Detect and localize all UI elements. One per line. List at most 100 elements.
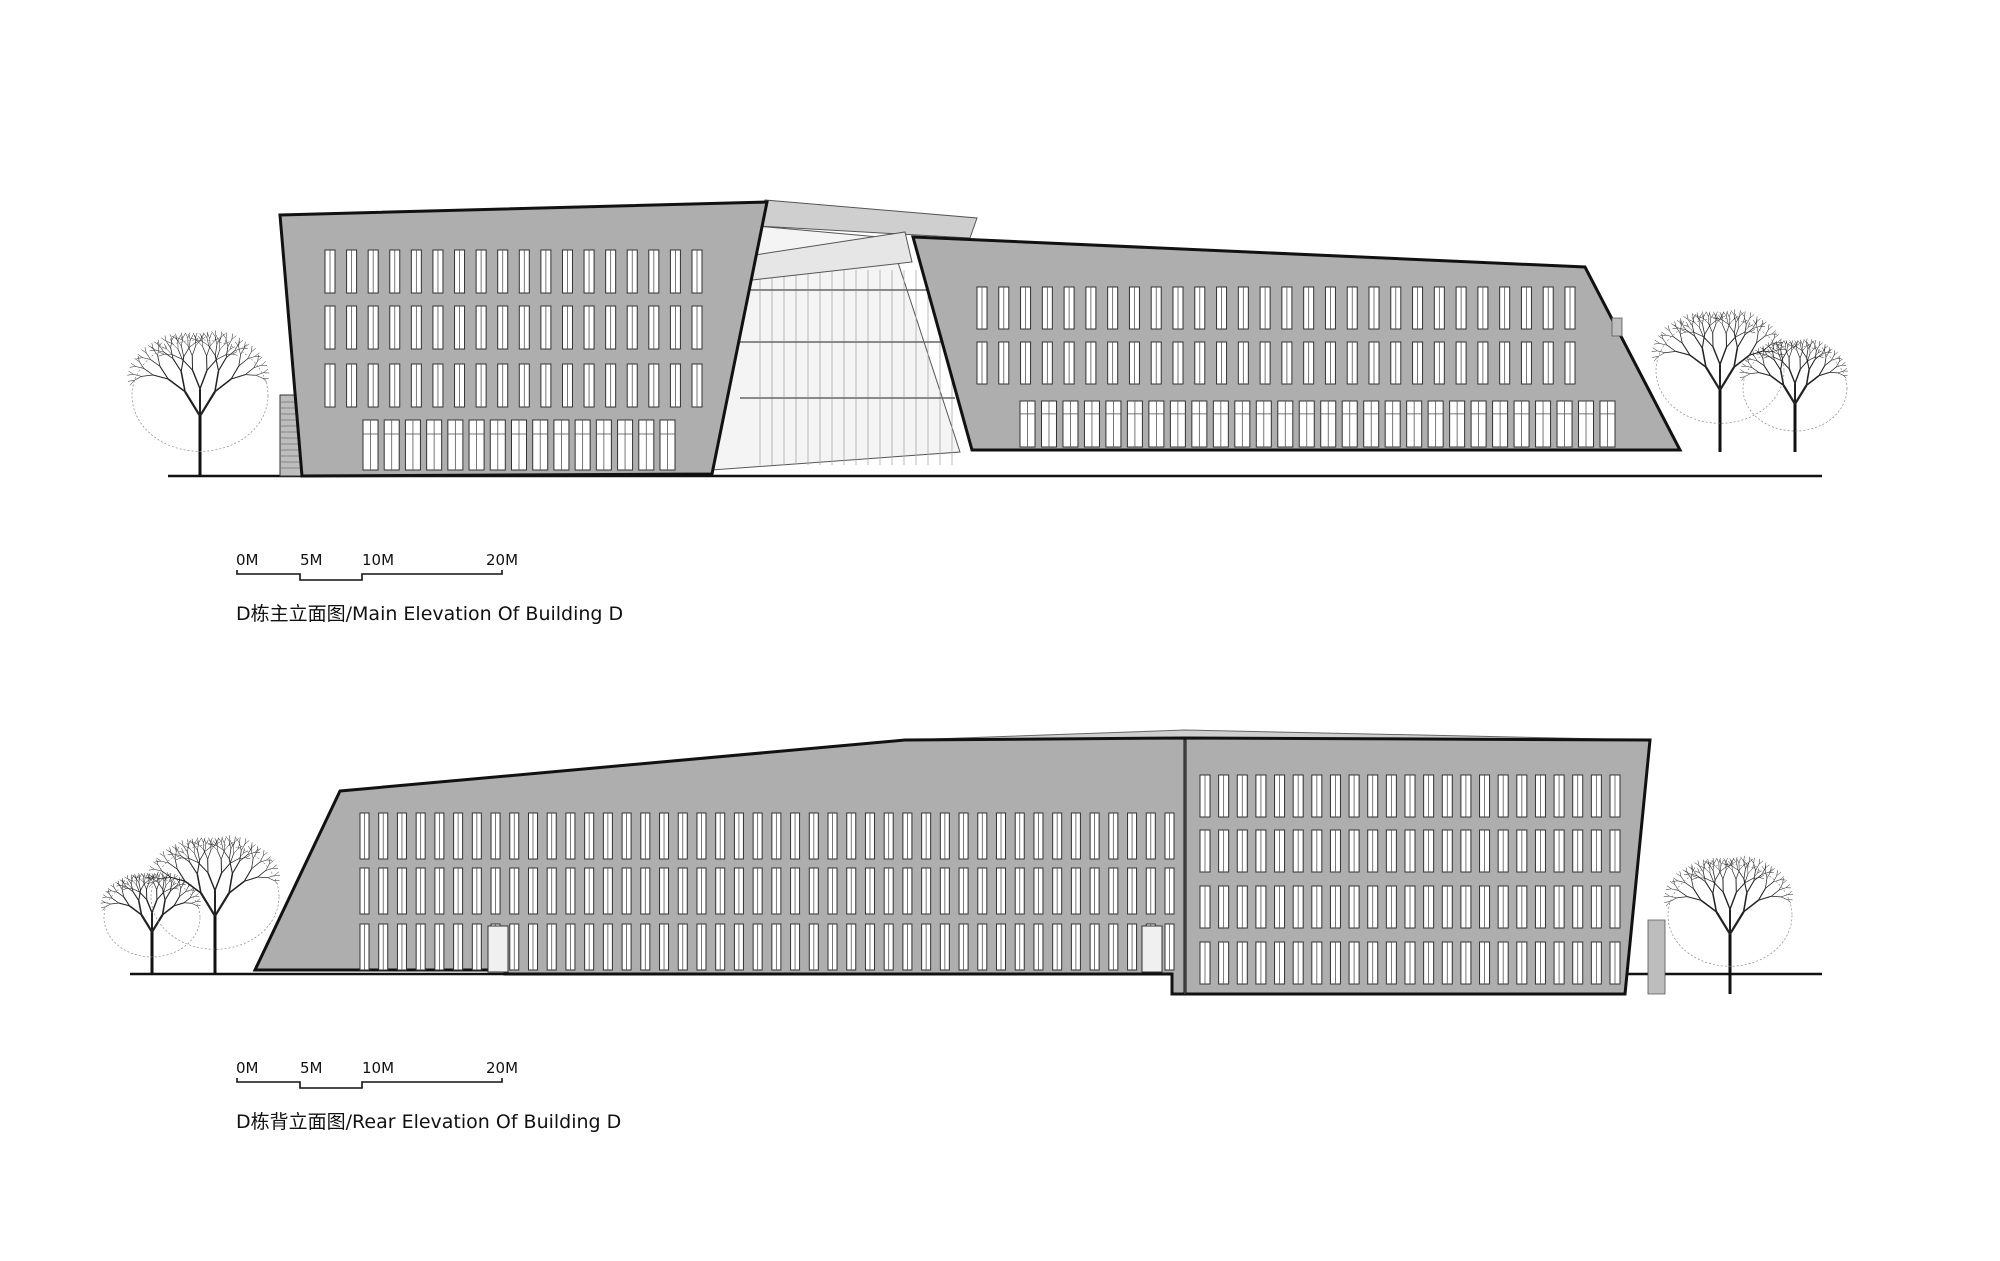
tree-branch — [196, 340, 201, 346]
tree-branch — [189, 340, 190, 348]
tree-branch — [1807, 349, 1808, 358]
tree-branch — [1726, 337, 1735, 347]
tree-branch — [111, 903, 119, 904]
tree-branch — [1842, 362, 1845, 365]
tree-branch — [140, 874, 142, 877]
tree-branch — [1788, 891, 1792, 894]
tree-branch — [239, 355, 241, 366]
tree-branch — [1742, 364, 1746, 367]
tree-branch — [193, 370, 200, 389]
tree-branch — [1731, 310, 1734, 315]
tree-branch — [1666, 889, 1672, 890]
tree-branch — [102, 897, 106, 898]
tree-branch — [169, 851, 174, 854]
scale-bar-icon — [237, 1078, 502, 1088]
tree-branch — [198, 850, 200, 860]
tree-branch — [159, 874, 160, 878]
tree-branch — [184, 348, 189, 357]
tree-branch — [1778, 343, 1779, 347]
tree-branch — [1782, 341, 1784, 345]
tree-branch — [1802, 341, 1803, 345]
tree-branch — [1830, 367, 1837, 372]
tree-branch — [153, 873, 154, 877]
rear-scale-label-10: 10M — [362, 1059, 394, 1077]
tree-branch — [244, 342, 245, 348]
tree-branch — [210, 340, 215, 346]
tree-branch — [215, 873, 221, 890]
tree-branch — [205, 839, 206, 844]
tree-branch — [1652, 351, 1658, 352]
tree-branch — [188, 346, 192, 356]
tree-branch — [207, 346, 210, 356]
tree-branch — [1654, 343, 1660, 344]
tree-branch — [1739, 865, 1743, 870]
tree-branch — [107, 891, 111, 892]
tree-branch — [245, 375, 256, 376]
tree-branch — [1800, 351, 1803, 359]
tree-branch — [197, 899, 200, 902]
rear-scale-label-20: 20M — [486, 1059, 518, 1077]
scale-bar-icon — [237, 570, 502, 580]
tree-branch — [245, 368, 254, 375]
tree-branch — [154, 883, 157, 890]
tree-branch — [190, 335, 193, 340]
tree-branch — [1695, 336, 1703, 348]
tree-branch — [1787, 341, 1788, 345]
tree-branch — [1679, 891, 1687, 897]
tree-branch — [1714, 859, 1717, 864]
tree-branch — [1806, 338, 1807, 343]
tree-branch — [175, 888, 179, 889]
tree-branch — [210, 333, 212, 338]
tree-branch — [220, 344, 225, 350]
tree-branch — [157, 873, 158, 877]
tree-branch — [1674, 325, 1679, 328]
tree-branch — [1720, 367, 1734, 390]
tree-branch — [1810, 349, 1814, 353]
tree-branch — [1660, 335, 1666, 336]
tree-branch — [157, 883, 159, 890]
tree-branch — [208, 850, 211, 859]
tree-branch — [1787, 900, 1791, 904]
tree-branch — [1669, 896, 1676, 898]
tree-branch — [1740, 370, 1744, 373]
tree-branch — [1763, 351, 1773, 352]
tree-branch — [1692, 878, 1697, 880]
tree-branch — [1723, 892, 1730, 909]
tree-branch — [245, 858, 250, 859]
tree-branch — [193, 333, 195, 338]
tree-branch — [1763, 357, 1767, 358]
tree-branch — [1739, 372, 1744, 373]
tree-branch — [181, 346, 183, 357]
tree-branch — [195, 894, 198, 897]
tree-branch — [201, 893, 215, 916]
tree-branch — [1740, 857, 1743, 862]
tree-branch — [163, 881, 164, 889]
tree-branch — [1739, 323, 1744, 328]
tree-branch — [1781, 361, 1789, 369]
tree-branch — [207, 332, 208, 338]
tree-branch — [1703, 337, 1713, 347]
tree-branch — [190, 862, 198, 874]
tree-branch — [258, 871, 266, 877]
tree-branch — [222, 333, 226, 338]
tree-branch — [273, 865, 277, 869]
tree-branch — [1672, 881, 1678, 882]
tree-branch — [215, 344, 217, 355]
tree-branch — [1730, 912, 1744, 934]
tree-branch — [258, 355, 259, 361]
tree-branch — [149, 869, 155, 870]
tree-branch — [1711, 314, 1714, 319]
tree-branch — [1703, 324, 1705, 334]
tree-branch — [211, 331, 215, 336]
tree-branch — [1665, 351, 1676, 352]
tree-branch — [1789, 350, 1792, 358]
tree-branch — [199, 838, 202, 843]
tree-branch — [1720, 859, 1721, 864]
tree-branch — [152, 915, 163, 932]
tree-branch — [1665, 893, 1670, 896]
tree-branch — [232, 334, 233, 340]
tree-branch — [1716, 319, 1721, 324]
tree-branch — [208, 838, 210, 843]
tree-branch — [1658, 353, 1665, 357]
rear-right-annex — [1648, 920, 1665, 994]
